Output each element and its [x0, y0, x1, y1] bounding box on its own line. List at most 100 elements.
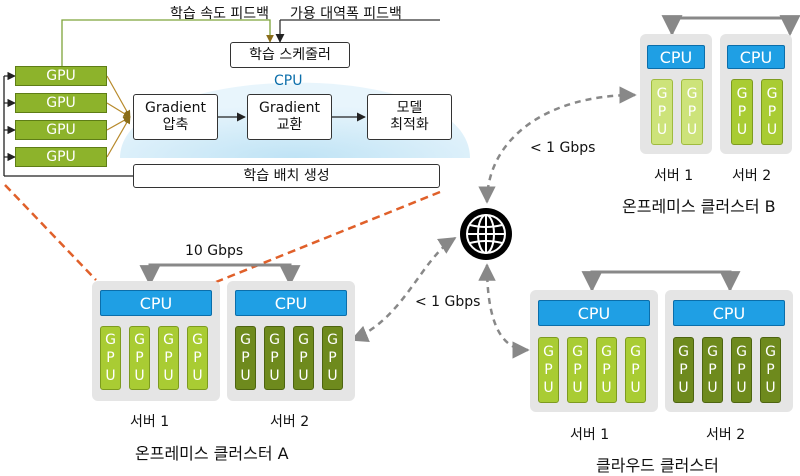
- cloud-server-1-label: 서버 1: [570, 427, 610, 443]
- cluster-b-server-1-label: 서버 1: [654, 168, 694, 184]
- gpu-letter: U: [736, 380, 747, 396]
- gpu-letter: P: [573, 362, 582, 378]
- lr-feedback-label: 학습 속도 피드백: [170, 6, 270, 22]
- gradient-exchange-box: Gradient 교환: [247, 94, 332, 140]
- gpu-letter: P: [687, 104, 697, 120]
- gpu-letter: U: [765, 380, 776, 396]
- gpu-letter: U: [678, 380, 689, 396]
- wan-b-speed: < 1 Gbps: [530, 140, 596, 156]
- gpu-letter: U: [630, 380, 641, 396]
- gpu-letter: G: [736, 86, 748, 102]
- gradient-compress-box: Gradient 압축: [133, 94, 218, 140]
- cluster-b-server-2-cpu: CPU: [727, 45, 785, 69]
- cluster-a-server-1-label: 서버 1: [130, 414, 170, 430]
- gpu-letter: U: [134, 368, 145, 384]
- gradient-compress-line2: 압축: [162, 117, 189, 133]
- model-opt-box: 모델 최적화: [367, 94, 452, 140]
- gpu-letter: G: [298, 332, 309, 348]
- gpu-letter: P: [135, 350, 144, 366]
- cluster-b-title: 온프레미스 클러스터 B: [622, 197, 776, 216]
- globe-icon: [460, 208, 512, 260]
- gpu-letter: G: [766, 86, 778, 102]
- gpu-letter: U: [707, 380, 718, 396]
- cluster-b-server-1-cpu: CPU: [647, 45, 705, 69]
- gpu-bar-3: GPU: [15, 120, 107, 140]
- wan-link-a: [350, 236, 457, 343]
- cluster-a-server-2-cpu: CPU: [235, 290, 347, 316]
- gpu-letter: U: [105, 368, 116, 384]
- gpu-letter: G: [736, 344, 747, 360]
- gpu-letter: G: [601, 344, 612, 360]
- gpu-letter: G: [765, 344, 776, 360]
- gpu-letter: U: [240, 368, 251, 384]
- cloud-title: 클라우드 클러스터: [596, 456, 719, 475]
- gpu-letter: G: [656, 86, 668, 102]
- cluster-a-title: 온프레미스 클러스터 A: [135, 444, 289, 463]
- model-opt-line2: 최적화: [390, 117, 429, 133]
- gpu-letter: U: [766, 122, 778, 138]
- cpu-dome-label: CPU: [274, 73, 303, 89]
- gpu-letter: U: [298, 368, 309, 384]
- gpu-letter: P: [766, 362, 775, 378]
- gpu-letter: P: [164, 350, 173, 366]
- cluster-a-server-1-cpu: CPU: [100, 290, 212, 316]
- gpu-bar-1: GPU: [15, 66, 107, 86]
- gpu-letter: P: [767, 104, 777, 120]
- gpu-bar-4: GPU: [15, 147, 107, 167]
- bw-feedback-label: 가용 대역폭 피드백: [290, 6, 402, 22]
- gpu-letter: G: [572, 344, 583, 360]
- gpu-letter: G: [134, 332, 145, 348]
- gpu-letter: P: [106, 350, 115, 366]
- gpu-letter: U: [601, 380, 612, 396]
- gpu-letter: G: [327, 332, 338, 348]
- gpu-letter: P: [328, 350, 337, 366]
- scheduler-box: 학습 스케줄러: [230, 42, 350, 68]
- gpu-letter: P: [270, 350, 279, 366]
- gpu-letter: P: [544, 362, 553, 378]
- gpu-letter: G: [163, 332, 174, 348]
- gpu-letter: P: [241, 350, 250, 366]
- gpu-letter: P: [631, 362, 640, 378]
- gpu-letter: G: [240, 332, 251, 348]
- gpu-letter: P: [602, 362, 611, 378]
- gpu-letter: U: [572, 380, 583, 396]
- batch-gen-box: 학습 배치 생성: [133, 164, 440, 188]
- gpu-letter: P: [737, 362, 746, 378]
- gpu-letter: U: [269, 368, 280, 384]
- gpu-letter: P: [737, 104, 747, 120]
- wan-link-b: [478, 86, 637, 204]
- gpu-letter: G: [630, 344, 641, 360]
- gpu-letter: U: [327, 368, 338, 384]
- gpu-letter: P: [679, 362, 688, 378]
- model-opt-line1: 모델: [396, 100, 423, 116]
- wan-a-speed: < 1 Gbps: [415, 294, 481, 310]
- gpu-letter: U: [686, 122, 698, 138]
- gpu-letter: G: [707, 344, 718, 360]
- lr-feedback-line: [61, 19, 274, 68]
- gpu-letter: P: [193, 350, 202, 366]
- cloud-server-1-cpu: CPU: [538, 300, 650, 326]
- wan-link-cloud: [478, 263, 530, 359]
- gpu-letter: P: [299, 350, 308, 366]
- gpu-letter: G: [543, 344, 554, 360]
- gradient-compress-line1: Gradient: [145, 100, 206, 116]
- cluster-a-intra-speed: 10 Gbps: [185, 243, 244, 259]
- gpu-bar-2: GPU: [15, 93, 107, 113]
- gpu-letter: G: [105, 332, 116, 348]
